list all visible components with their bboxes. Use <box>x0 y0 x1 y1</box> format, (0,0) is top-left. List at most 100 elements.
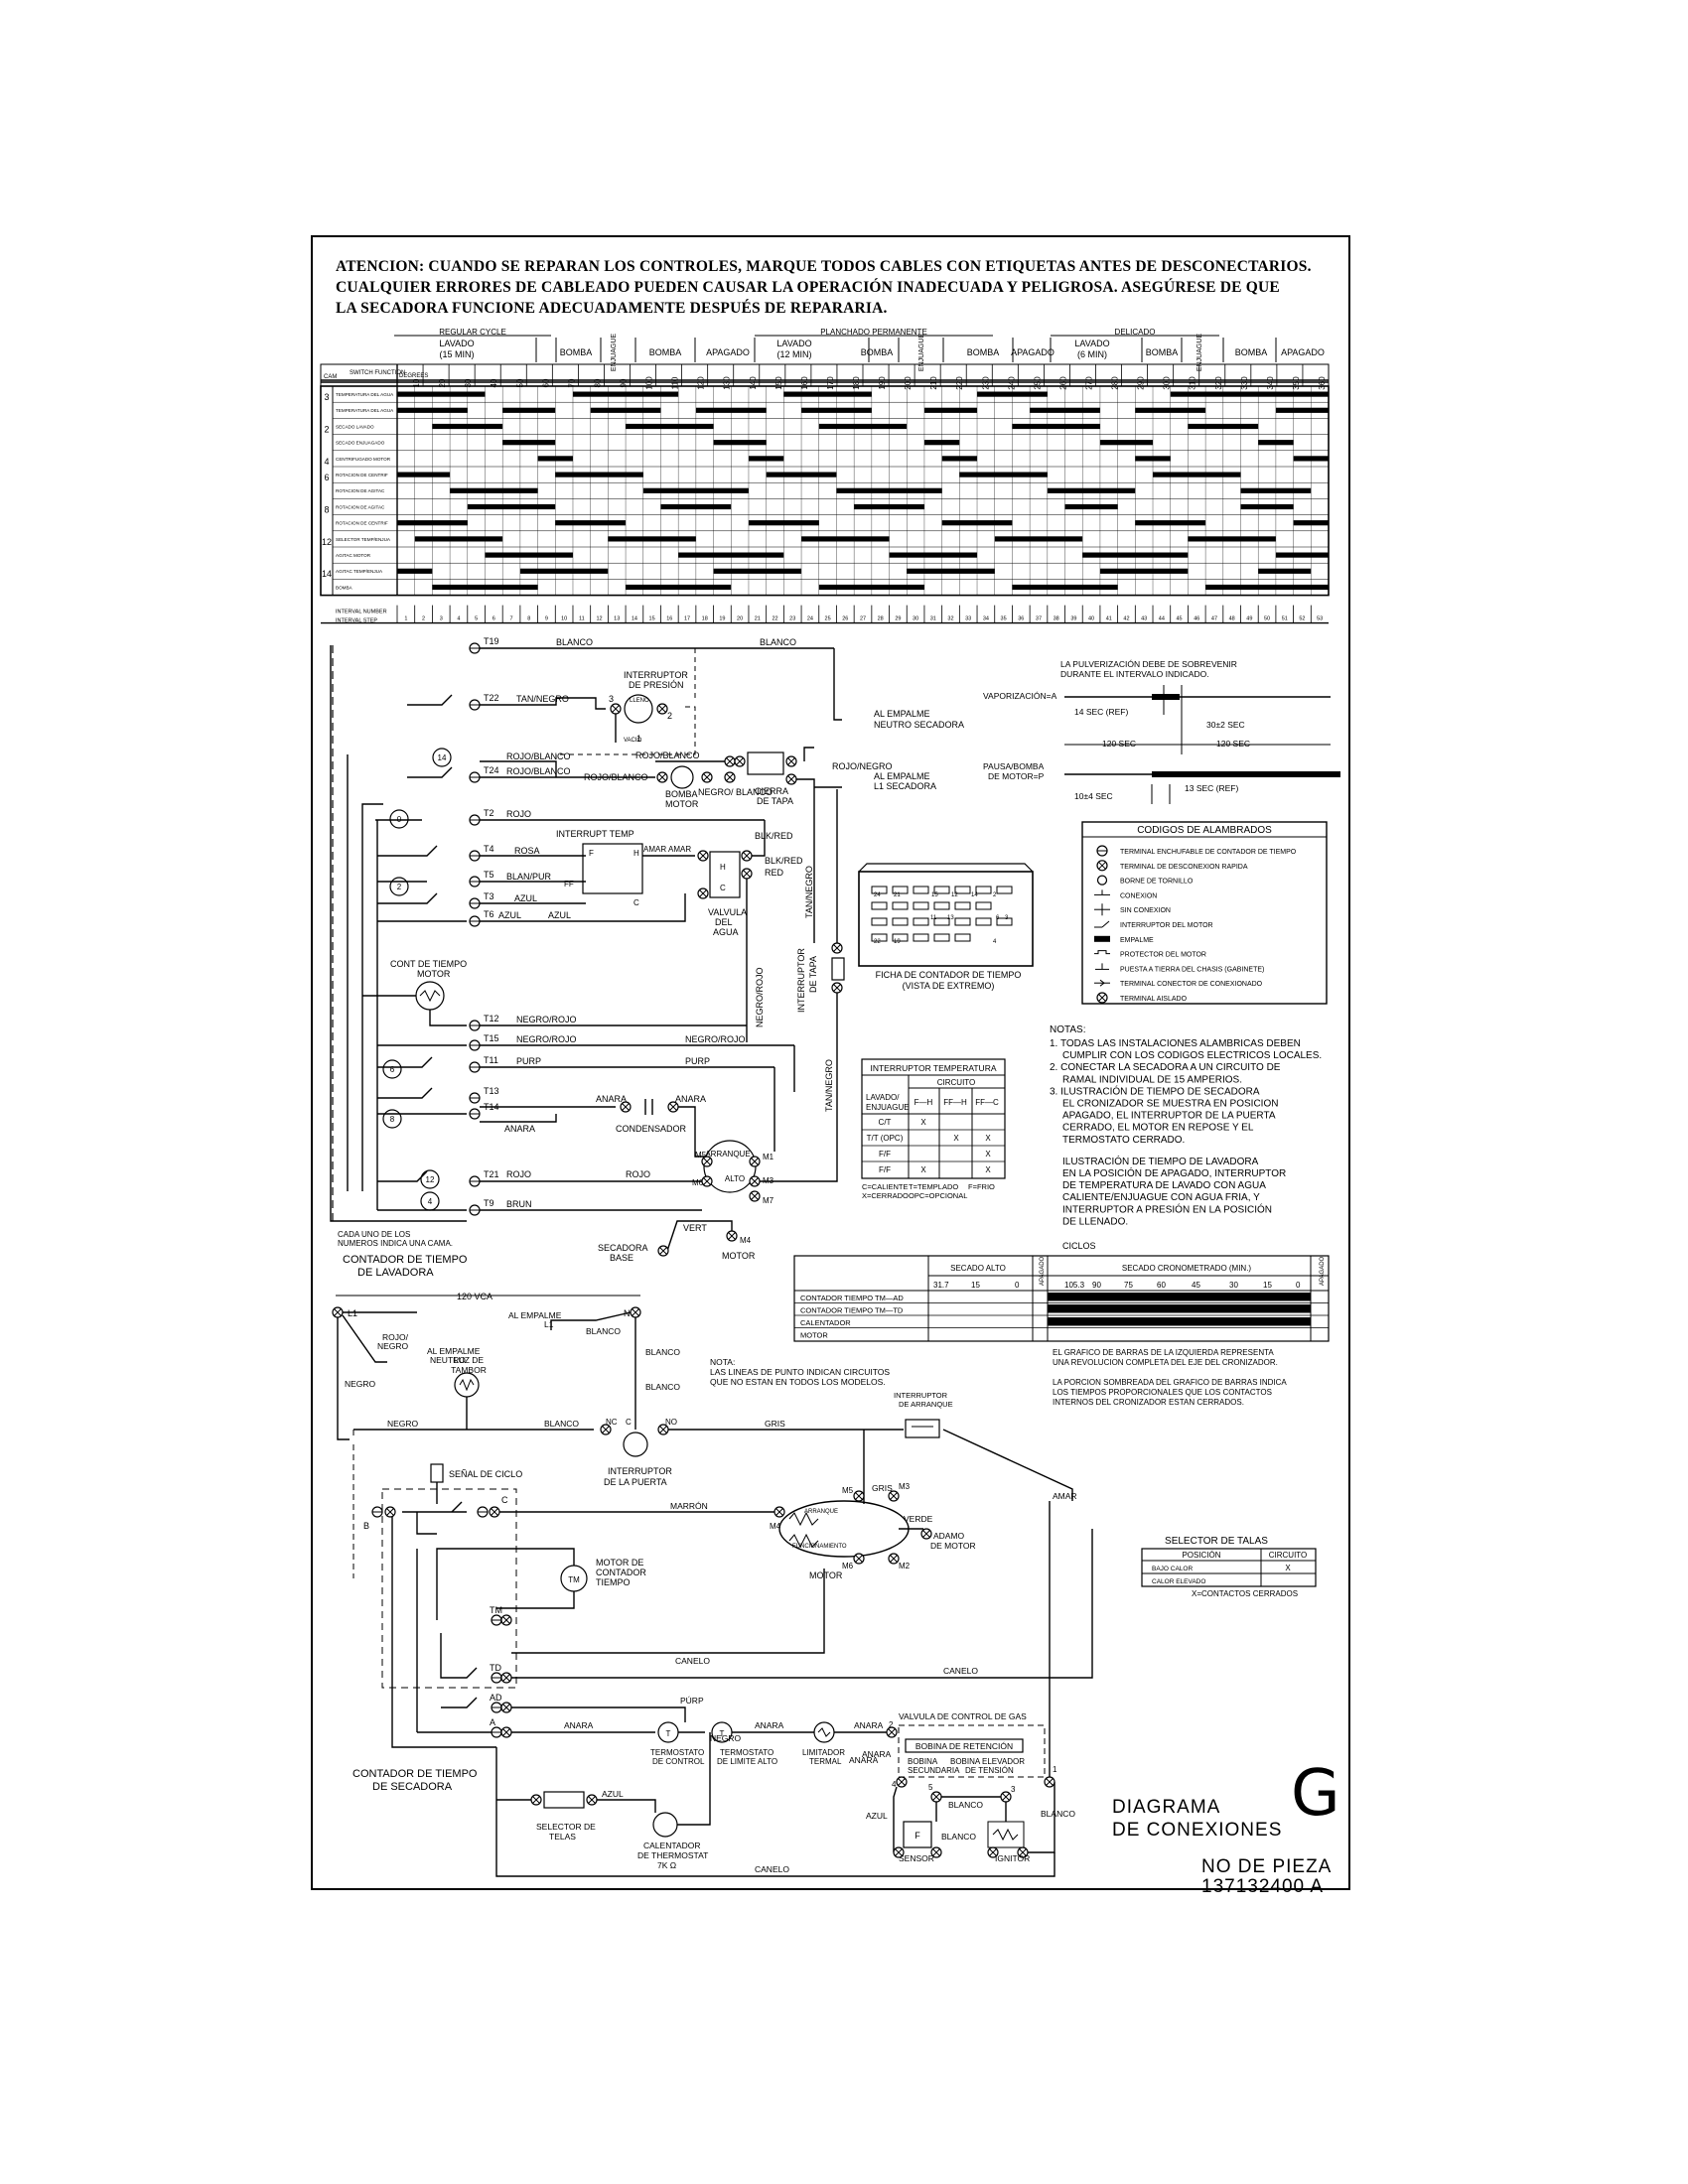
dryer-chart-tick: 31.7 <box>933 1281 949 1290</box>
interval-number: 25 <box>825 616 831 622</box>
wire-label: NEGRO <box>377 1341 409 1351</box>
degree-label: 200 <box>904 376 913 390</box>
pin-label: 4 <box>892 1780 897 1789</box>
terminal-mark <box>491 1508 498 1516</box>
cam-number: 4 <box>324 457 329 467</box>
dryer-chart-group: SECADO CRONOMETRADO (MIN.) <box>1122 1264 1252 1273</box>
terminal-mark <box>658 705 666 713</box>
wire-label: ROJO/BLANCO <box>506 751 571 761</box>
temp-switch <box>582 843 643 894</box>
cam-bar <box>1064 503 1118 510</box>
terminal-mark <box>890 1492 898 1500</box>
terminal-label: T4 <box>484 844 494 854</box>
terminal-label: T9 <box>484 1198 494 1208</box>
dryer-schematic <box>336 1295 1093 1877</box>
cam-bar <box>766 472 837 478</box>
interval-number: 40 <box>1088 616 1094 622</box>
phase-label: APAGADO <box>1281 347 1325 357</box>
wire-label: GRIS <box>872 1483 893 1493</box>
wire-label: ROJO <box>506 1169 531 1179</box>
wiring-code-item: TERMINAL CONECTOR DE CONEXIONADO <box>1120 981 1263 988</box>
plug-pin-number: 22 <box>874 939 881 945</box>
degree-label: 190 <box>878 376 887 390</box>
interval-number: 23 <box>789 616 795 622</box>
cam-bar <box>695 407 767 413</box>
plug-pin-number: 15 <box>931 892 938 898</box>
interval-number: 4 <box>457 616 460 622</box>
wire-label: ANARA <box>854 1720 884 1730</box>
interval-number: 28 <box>878 616 884 622</box>
timer-switch <box>441 1697 478 1708</box>
terminal-label: T12 <box>484 1014 499 1024</box>
terminal-label: T22 <box>484 693 499 703</box>
timer-plug-slot <box>996 917 1013 926</box>
cam-switch <box>377 1056 433 1068</box>
timer-plug-slot <box>892 901 909 910</box>
lid-switch <box>831 957 845 981</box>
wire-l1 <box>337 1317 350 1440</box>
cam-bar <box>467 503 556 510</box>
wire <box>678 1106 707 1158</box>
wire <box>803 747 814 761</box>
terminal-mark <box>502 1616 510 1624</box>
note-line: DE TEMPERATURA DE LAVADO CON AGUA <box>1062 1180 1266 1191</box>
lid-lock <box>747 751 784 775</box>
terminal-mark <box>726 757 734 765</box>
cam-switch <box>407 766 453 778</box>
phase-label: BOMBA <box>1146 347 1179 357</box>
wire <box>511 1706 686 1722</box>
cam-number: 12 <box>322 537 332 547</box>
temp-legend: OPC=OPCIONAL <box>909 1191 967 1200</box>
terminal-mark <box>386 1508 394 1516</box>
cam-bar <box>678 552 784 558</box>
phase-label: BOMBA <box>1235 347 1268 357</box>
capacitor-label: CONDENSADOR <box>616 1124 687 1134</box>
lamp-filament <box>459 1378 475 1392</box>
wire-label: VERT <box>683 1223 707 1233</box>
cam-switch <box>377 845 438 857</box>
interval-number: 29 <box>895 616 901 622</box>
switch-function-label: SECADO ENJUAGADO <box>336 441 385 446</box>
dryer-chart-bar <box>1048 1293 1311 1301</box>
cam-bar <box>907 568 995 574</box>
timer-plug-slot <box>871 933 888 942</box>
door-terminal: NC <box>606 1418 618 1427</box>
timer-plug-slot <box>871 886 888 894</box>
pressure-switch <box>624 694 653 724</box>
cam-bar <box>1275 407 1329 413</box>
degree-label: 350 <box>1292 376 1301 390</box>
wire-label: AZUL <box>548 910 571 920</box>
temp-table-title: INTERRUPTOR TEMPERATURA <box>870 1063 996 1073</box>
phase-label: ENJUAGUE <box>1196 334 1203 371</box>
cam-bar <box>1275 552 1329 558</box>
temp-legend: F=FRIO <box>968 1182 995 1191</box>
temp-table <box>861 1058 1006 1179</box>
cam-bar <box>1240 487 1312 493</box>
drum-light <box>454 1372 480 1398</box>
motor-winding-label: ARRANQUE <box>804 1509 838 1515</box>
timer-plug-slot <box>871 917 888 926</box>
interval-number: 14 <box>632 616 637 622</box>
cam-bar <box>836 487 942 493</box>
timer-plug-slot <box>871 901 888 910</box>
wire <box>942 1429 1073 1501</box>
neutral-note: AL EMPALME <box>874 709 930 719</box>
thermostat-symbol: T <box>720 1729 725 1738</box>
dryer-chart-note: LOS TIEMPOS PROPORCIONALES QUE LOS CONTA… <box>1053 1388 1272 1397</box>
cam-bar <box>572 391 679 397</box>
dryer-chart-group: SECADO ALTO <box>950 1264 1006 1273</box>
cam-number: 6 <box>390 1065 395 1074</box>
pin-label: 3 <box>609 694 614 704</box>
terminal-mark <box>922 1530 930 1538</box>
cycle-signal <box>430 1463 444 1483</box>
terminal-mark <box>1098 861 1106 870</box>
interval-number: 30 <box>913 616 918 622</box>
warning-line-2: CUALQUIER ERRORES DE CABLEADO PUEDEN CAU… <box>336 279 1280 296</box>
cam-bar <box>1012 584 1118 591</box>
dryer-chart-row: MOTOR <box>800 1331 828 1340</box>
phase-label: ENJUAGUE <box>918 334 925 371</box>
spray-label: 30±2 SEC <box>1206 720 1245 730</box>
interval-number: 5 <box>475 616 478 622</box>
wire-label: NEGRO <box>387 1419 419 1429</box>
dryer-chart-title: CICLOS <box>1062 1241 1096 1251</box>
